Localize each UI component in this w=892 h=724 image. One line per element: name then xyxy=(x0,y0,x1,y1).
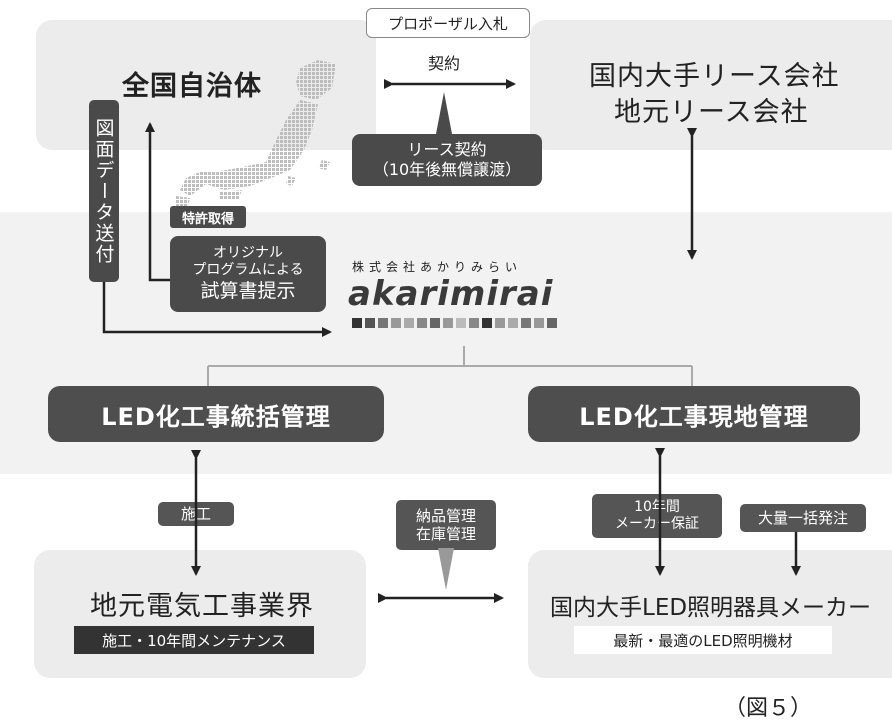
proposal-label: プロポーザル入札 xyxy=(366,8,530,38)
led-maker-sub: 最新・最適のLED照明機材 xyxy=(574,626,832,654)
lease-company-title-1: 国内大手リース会社 xyxy=(589,61,840,92)
lease-contract-box: リース契約 （10年後無償譲渡） xyxy=(352,134,542,186)
site-management-box: LED化工事現地管理 xyxy=(528,386,860,442)
delivery-tag: 納品管理 在庫管理 xyxy=(396,500,496,550)
contract-label: 契約 xyxy=(428,54,461,73)
bulk-order-tag: 大量一括発注 xyxy=(740,504,866,532)
led-maker-title: 国内大手LED照明器具メーカー xyxy=(550,595,872,621)
estimate-line1: オリジナル xyxy=(213,244,283,261)
patent-label: 特許取得 xyxy=(170,206,246,228)
estimate-line3: 試算書提示 xyxy=(200,279,296,302)
company-logo: akarimirai xyxy=(348,274,554,314)
lease-contract-line1: リース契約 xyxy=(407,140,487,159)
lease-contract-line2: （10年後無償譲渡） xyxy=(372,160,522,179)
delivery-line2: 在庫管理 xyxy=(415,525,476,543)
delivery-line1: 納品管理 xyxy=(415,507,476,525)
drawing-data-label: 図面データ送付 xyxy=(89,100,119,282)
company-kana-name: 株式会社あかりみらい xyxy=(352,260,523,274)
integrated-management-box: LED化工事統括管理 xyxy=(48,386,384,442)
electrical-industry-title: 地元電気工事業界 xyxy=(90,591,314,622)
lease-company-title-2: 地元リース会社 xyxy=(614,97,809,128)
figure-caption: （図５） xyxy=(724,696,813,721)
municipality-title: 全国自治体 xyxy=(122,71,262,102)
lease-company-panel xyxy=(530,20,892,150)
led-maker-panel xyxy=(528,550,892,678)
electrical-industry-sub: 施工・10年間メンテナンス xyxy=(74,626,314,654)
estimate-box: オリジナル プログラムによる 試算書提示 xyxy=(170,236,326,312)
logo-squares xyxy=(352,318,557,328)
estimate-line2: プログラムによる xyxy=(192,262,304,279)
